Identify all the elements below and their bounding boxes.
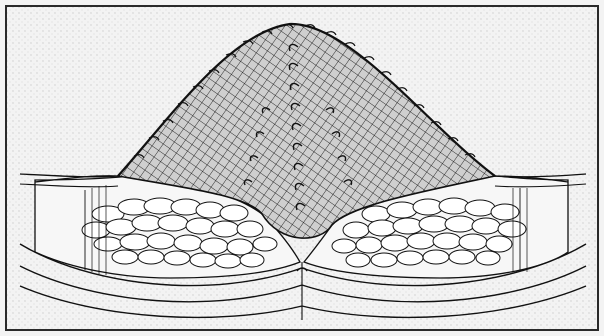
- surgical-illustration: [0, 0, 604, 336]
- illustration-canvas: [0, 0, 604, 336]
